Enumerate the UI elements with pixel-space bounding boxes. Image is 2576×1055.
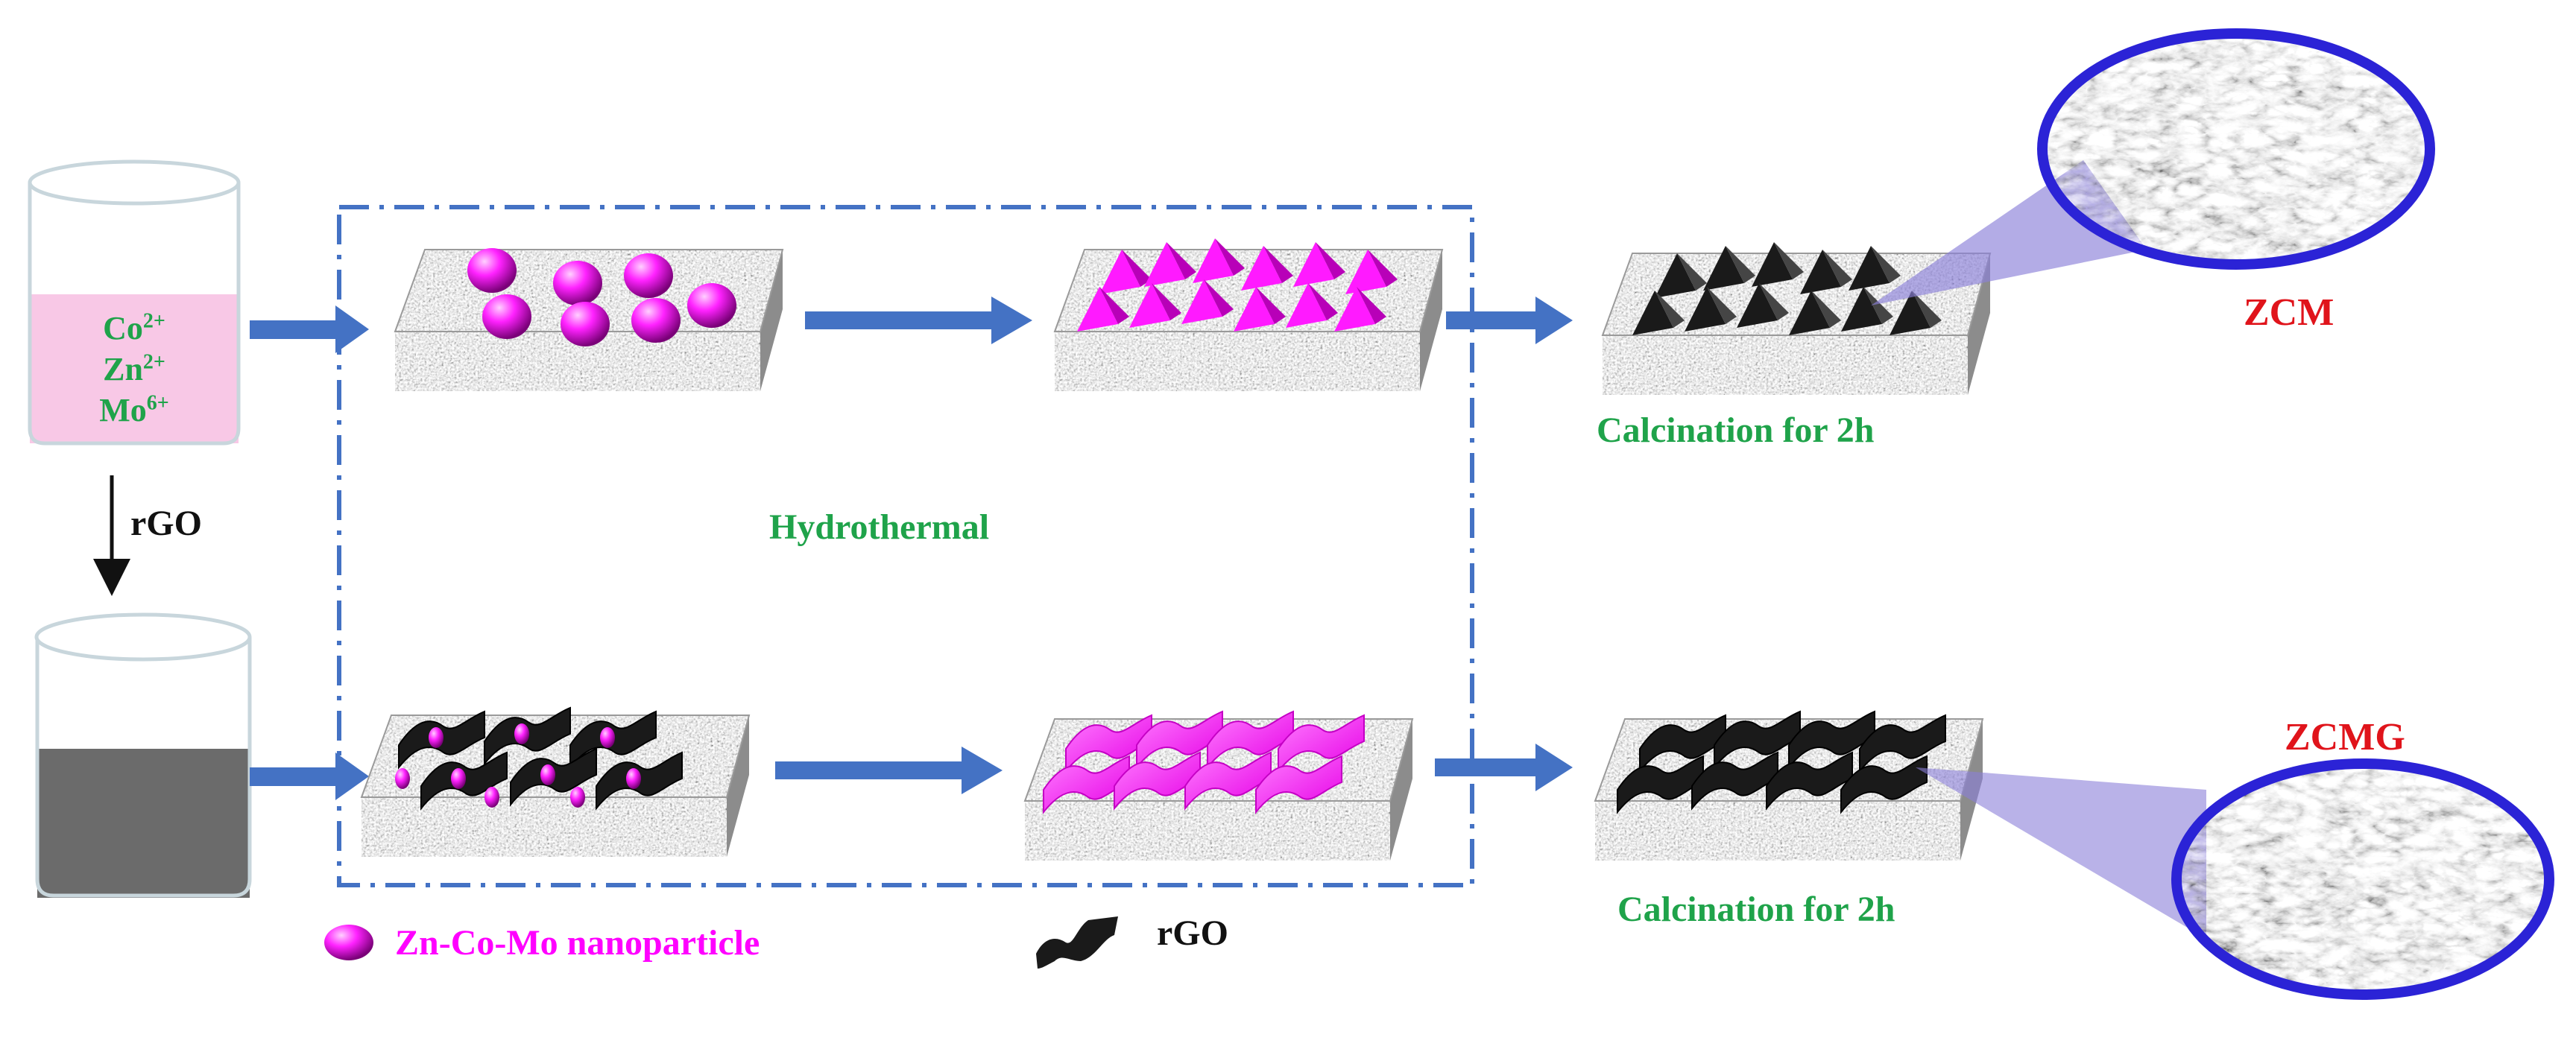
ion-label-co: Co2+ xyxy=(103,309,165,346)
zcmg-zoom-beam xyxy=(1916,767,2206,939)
zcmg-sem-magnifier xyxy=(1916,758,2554,1000)
process-arrows xyxy=(250,297,1573,800)
slab-bottom-calcined xyxy=(1595,711,1983,861)
rgo-legend-icon xyxy=(1036,916,1118,969)
calcination-bottom-label: Calcination for 2h xyxy=(1617,890,1895,929)
ion-label-zn: Zn2+ xyxy=(103,350,165,387)
rgo-sheets-with-particles xyxy=(395,707,683,809)
arrow-slab-top-1-to-2 xyxy=(805,297,1032,344)
nanoparticle-legend-label: Zn-Co-Mo nanoparticle xyxy=(395,923,760,963)
nanoparticle-legend-icon xyxy=(324,925,373,960)
zcm-sem-image xyxy=(2042,34,2430,264)
arrow-beaker-to-slab-top xyxy=(250,305,369,353)
nanoparticle-spheres xyxy=(467,248,736,346)
ion-precursor-beaker xyxy=(28,159,241,446)
ion-label-mo: Mo6+ xyxy=(99,391,169,428)
hydrothermal-label: Hydrothermal xyxy=(769,507,990,547)
arrow-slab-top-2-to-3 xyxy=(1446,297,1573,344)
arrow-slab-bottom-2-to-3 xyxy=(1435,744,1573,791)
ion-solution xyxy=(30,294,239,443)
slab-bottom-hydrothermal xyxy=(1025,711,1412,861)
rgo-suspension-beaker xyxy=(34,612,252,898)
rgo-suspension xyxy=(37,749,250,898)
product-zcmg-label: ZCMG xyxy=(2285,716,2405,758)
zcm-lens-rim xyxy=(2037,28,2435,270)
arrow-beaker-to-slab-bottom xyxy=(250,753,369,800)
zcmg-lens-rim xyxy=(2171,758,2554,1000)
zcm-sem-magnifier xyxy=(1871,28,2435,305)
slab-top-nanoparticles xyxy=(395,248,783,391)
slab-bottom-rgo-nanoparticles xyxy=(362,707,749,857)
arrow-slab-bottom-1-to-2 xyxy=(775,747,1003,794)
hydrothermal-box xyxy=(337,205,1474,887)
slab-top-hydrothermal xyxy=(1055,238,1442,391)
rgo-legend-label: rGO xyxy=(1157,913,1228,953)
zcmg-sem-image xyxy=(2176,764,2549,995)
calcination-top-label: Calcination for 2h xyxy=(1597,411,1875,450)
rgo-step-label: rGO xyxy=(130,504,202,543)
product-zcm-label: ZCM xyxy=(2244,291,2334,334)
